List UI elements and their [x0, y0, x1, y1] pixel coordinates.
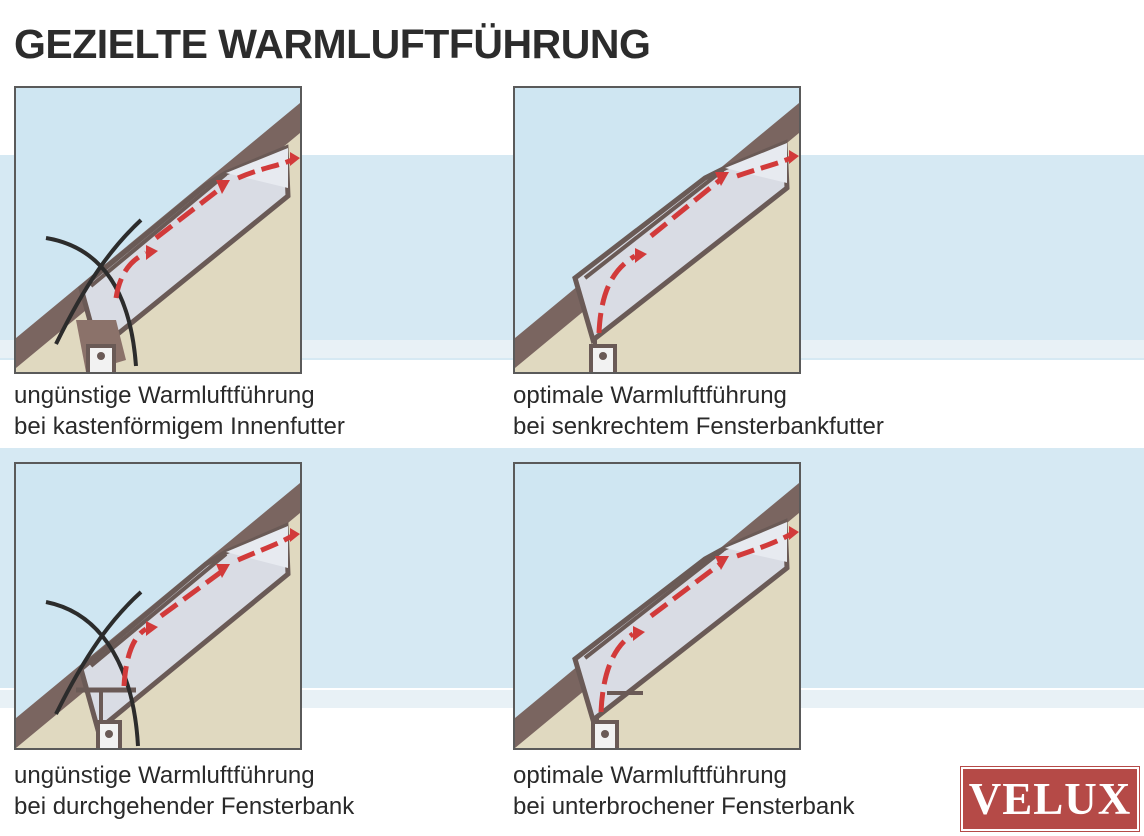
- diagram-panel-vertical-sill-lining: [513, 86, 801, 374]
- warm-air-arrow: [736, 155, 792, 179]
- caption-line: bei kastenförmigem Innenfutter: [14, 413, 345, 440]
- caption-line: bei senkrechtem Fensterbankfutter: [513, 413, 884, 440]
- diagram-panel-box-lining: [14, 86, 302, 374]
- window-sash: [725, 522, 787, 562]
- warm-air-arrow: [736, 531, 793, 559]
- window-sash: [226, 148, 288, 188]
- warm-air-arrow: [649, 178, 722, 238]
- heater-valve-icon: [105, 730, 113, 738]
- panel-caption: optimale Warmluftführung bei unterbroche…: [513, 760, 855, 822]
- caption-line: optimale Warmluftführung: [513, 762, 787, 789]
- arrow-head-icon: [216, 564, 230, 578]
- caption-line: optimale Warmluftführung: [513, 382, 787, 409]
- warm-air-arrow: [121, 626, 148, 687]
- window-airflow-diagram: [16, 88, 300, 372]
- warm-air-arrow: [598, 631, 635, 713]
- window-airflow-diagram: [16, 464, 300, 748]
- arrow-head-icon: [216, 180, 230, 194]
- arrow-head-icon: [789, 526, 799, 540]
- heater-valve-icon: [97, 352, 105, 360]
- arrow-head-icon: [146, 245, 158, 260]
- window-sash: [226, 526, 288, 568]
- panel-caption: ungünstige Warmluftführung bei kastenför…: [14, 380, 345, 442]
- caption-line: bei durchgehender Fensterbank: [14, 793, 355, 820]
- panel-caption: ungünstige Warmluftführung bei durchgehe…: [14, 760, 354, 822]
- caption-line: bei unterbrochener Fensterbank: [513, 793, 855, 820]
- arrow-head-icon: [633, 626, 645, 641]
- heater-valve-icon: [599, 352, 607, 360]
- panel-caption: optimale Warmluftführung bei senkrechtem…: [513, 380, 884, 442]
- page-title: GEZIELTE WARMLUFTFÜHRUNG: [14, 21, 651, 67]
- diagram-panel-continuous-sill: [14, 462, 302, 750]
- arrow-head-icon: [715, 172, 729, 186]
- blocked-cross-icon: [45, 236, 138, 367]
- caption-line: ungünstige Warmluftführung: [14, 382, 315, 409]
- window-pane-edge: [583, 168, 725, 280]
- arrow-head-icon: [635, 248, 647, 263]
- blocked-cross-icon: [54, 590, 143, 715]
- warm-air-arrow: [596, 253, 637, 334]
- caption-line: ungünstige Warmluftführung: [14, 762, 315, 789]
- warm-air-arrow: [154, 186, 223, 240]
- window-sash: [725, 143, 787, 183]
- window-airflow-diagram: [515, 464, 799, 748]
- heater-valve-icon: [601, 730, 609, 738]
- warm-air-arrow: [113, 250, 148, 299]
- window-pane-edge: [89, 172, 228, 288]
- arrow-head-icon: [290, 152, 300, 166]
- warm-air-arrow: [237, 533, 294, 563]
- blocked-cross-icon: [54, 218, 143, 345]
- diagram-panel-interrupted-sill: [513, 462, 801, 750]
- window-airflow-diagram: [515, 88, 799, 372]
- window-pane-edge: [583, 548, 725, 660]
- window-pane-edge: [89, 552, 228, 668]
- velux-logo: VELUX: [961, 767, 1139, 831]
- arrow-head-icon: [789, 150, 799, 164]
- warm-air-arrow: [159, 569, 223, 619]
- warm-air-arrow: [237, 157, 293, 181]
- blocked-cross-icon: [45, 600, 140, 747]
- arrow-head-icon: [715, 556, 729, 570]
- warm-air-arrow: [649, 562, 722, 618]
- arrow-head-icon: [146, 621, 158, 636]
- arrow-head-icon: [290, 528, 300, 542]
